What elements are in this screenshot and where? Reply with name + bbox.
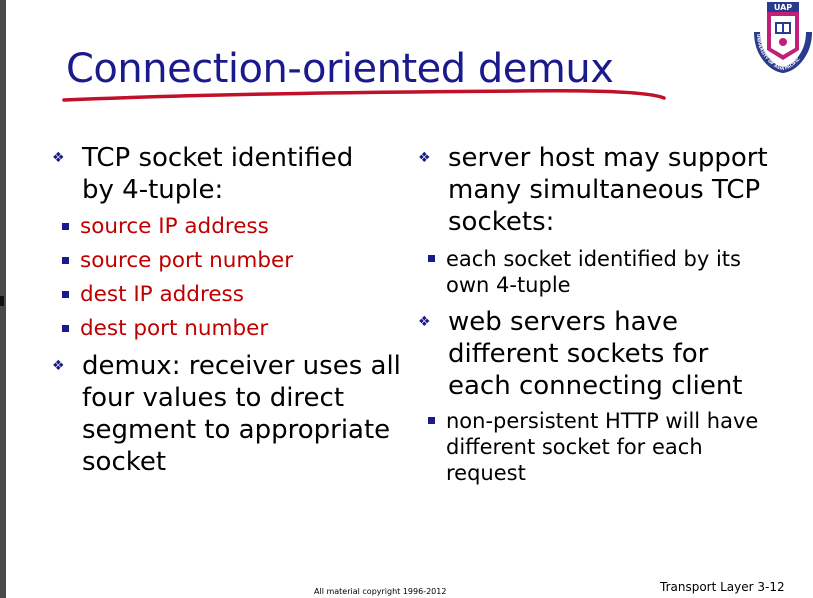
diamond-bullet-icon: ❖ [52, 358, 65, 374]
sub-item-text: source port number [80, 248, 294, 273]
footer-page-label: Transport Layer 3-12 [660, 580, 785, 594]
sub-item-text: dest port number [80, 316, 269, 341]
sub-item: dest port number [50, 312, 400, 346]
bullet-text: demux: receiver uses all four values to … [82, 351, 401, 477]
bullet-web-servers: ❖ web servers have different sockets for… [416, 306, 778, 402]
sub-list: non-persistent HTTP will have different … [416, 408, 796, 486]
diamond-bullet-icon: ❖ [52, 150, 65, 166]
sub-item-text: each socket identified by its own 4-tupl… [446, 247, 741, 297]
square-bullet-icon [62, 291, 69, 298]
square-bullet-icon [428, 417, 435, 424]
sub-item-text: dest IP address [80, 282, 244, 307]
sub-item: source IP address [50, 210, 400, 244]
sub-item: non-persistent HTTP will have different … [416, 408, 766, 486]
diamond-bullet-icon: ❖ [418, 150, 431, 166]
footer-copyright: All material copyright 1996-2012 [314, 587, 447, 596]
sub-item: source port number [50, 244, 400, 278]
bullet-text: TCP socket identified by 4-tuple: [82, 143, 354, 205]
bullet-text: server host may support many simultaneou… [448, 143, 768, 237]
square-bullet-icon [62, 257, 69, 264]
sub-item: each socket identified by its own 4-tupl… [416, 246, 766, 298]
sub-list: each socket identified by its own 4-tupl… [416, 246, 796, 298]
sub-list: source IP address source port number des… [50, 210, 400, 346]
square-bullet-icon [428, 255, 435, 262]
square-bullet-icon [62, 223, 69, 230]
diamond-bullet-icon: ❖ [418, 314, 431, 330]
title-underline [62, 89, 666, 102]
left-edge-marker [0, 296, 4, 306]
bullet-text: web servers have different sockets for e… [448, 307, 743, 401]
bullet-server-host: ❖ server host may support many simultane… [416, 142, 793, 238]
left-column: ❖ TCP socket identified by 4-tuple: sour… [50, 142, 402, 478]
sub-item-text: non-persistent HTTP will have different … [446, 409, 759, 485]
sub-item: dest IP address [50, 278, 400, 312]
square-bullet-icon [62, 325, 69, 332]
slide-title: Connection-oriented demux [66, 46, 614, 92]
university-crest-icon: UAP UNIVERSITY OF ASIA PACIFIC [754, 2, 812, 74]
bullet-tcp-socket: ❖ TCP socket identified by 4-tuple: [50, 142, 392, 206]
right-column: ❖ server host may support many simultane… [416, 142, 796, 486]
logo-abbrev: UAP [774, 3, 792, 12]
sub-item-text: source IP address [80, 214, 269, 239]
bullet-demux-receiver: ❖ demux: receiver uses all four values t… [50, 350, 402, 478]
